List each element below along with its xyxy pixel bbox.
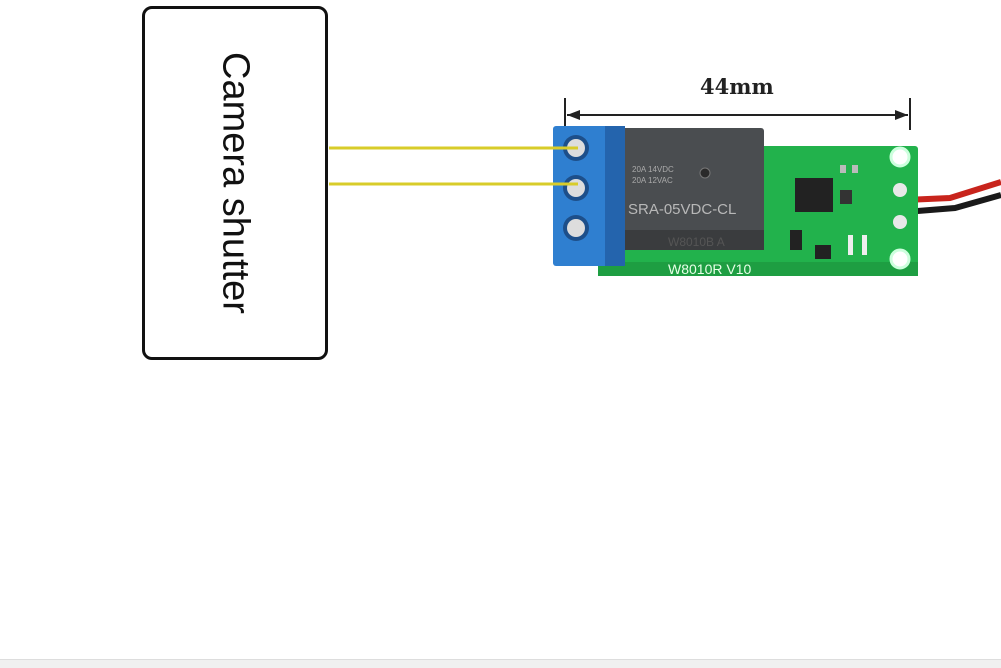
signal-wires <box>329 146 578 186</box>
relay-rating-2: 20A 12VAC <box>632 176 673 185</box>
camera-shutter-box: Camera shutter <box>142 6 328 360</box>
relay: 20A 14VDC 20A 12VAC SRA-05VDC-CL W8010B … <box>622 128 764 250</box>
relay-model: SRA-05VDC-CL <box>628 201 736 218</box>
dimension-arrow <box>564 98 911 130</box>
bottom-edge <box>0 659 1001 668</box>
power-wires <box>904 179 1001 215</box>
relay-underside-marking: W8010B A <box>668 235 725 249</box>
relay-rating-1: 20A 14VDC <box>632 165 674 174</box>
dimension-label: 44mm <box>700 74 774 99</box>
board-label: W8010R V10 <box>668 261 751 277</box>
